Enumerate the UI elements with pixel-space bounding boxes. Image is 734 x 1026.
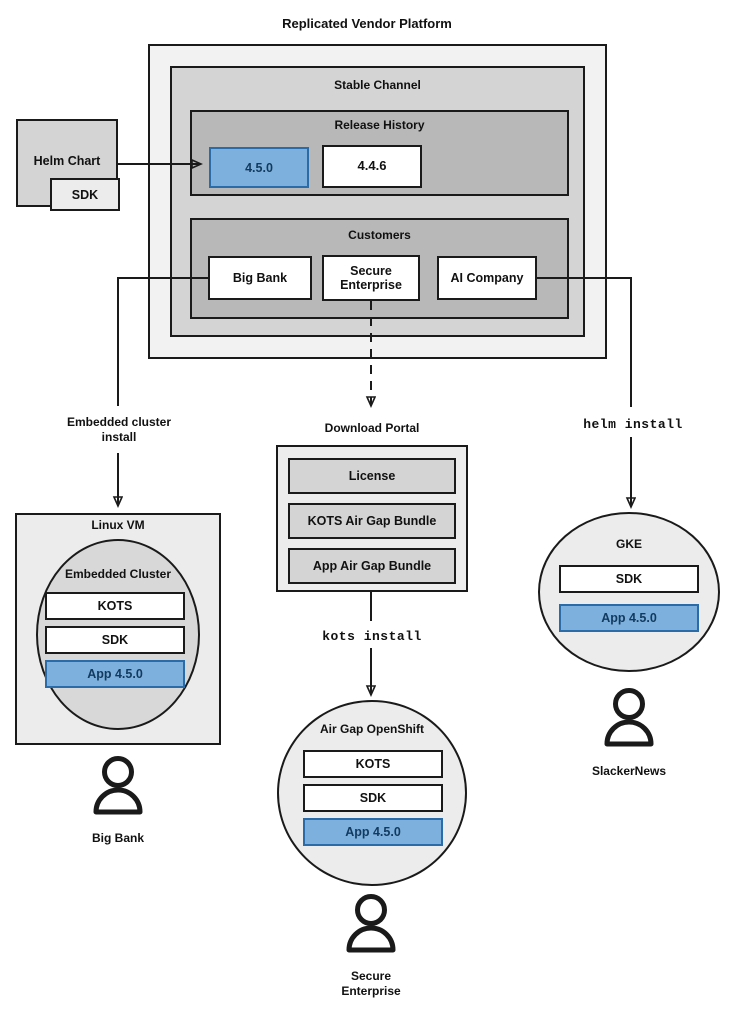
release-card-4-4-6[interactable]: 4.4.6 [322, 145, 422, 188]
openshift-component-app[interactable]: App 4.5.0 [303, 818, 443, 846]
gke-component-app[interactable]: App 4.5.0 [559, 604, 699, 632]
helm-chart-sdk-box[interactable]: SDK [50, 178, 120, 211]
release-history-label: Release History [334, 118, 425, 132]
artifact-kots-air-gap-bundle[interactable]: KOTS Air Gap Bundle [288, 503, 456, 539]
release-card-4-5-0[interactable]: 4.5.0 [209, 147, 309, 188]
customers-label: Customers [348, 228, 411, 242]
gke-label: GKE [615, 537, 642, 551]
stable-channel-label: Stable Channel [334, 78, 421, 92]
user-label-big-bank: Big Bank [91, 831, 144, 845]
artifact-app-air-gap-bundle[interactable]: App Air Gap Bundle [288, 548, 456, 584]
customer-card-big-bank[interactable]: Big Bank [208, 256, 312, 300]
linux-vm-label: Linux VM [91, 518, 145, 532]
install-path-label-helm: helm install [583, 417, 683, 432]
embedded-cluster-label: Embedded Cluster [64, 567, 172, 581]
air-gap-openshift-label: Air Gap OpenShift [319, 722, 424, 736]
person-icon-secure-enterprise [346, 894, 396, 953]
install-path-label-embedded: Embedded cluster install [66, 415, 172, 444]
openshift-component-kots[interactable]: KOTS [303, 750, 443, 778]
customer-card-secure-enterprise[interactable]: Secure Enterprise [322, 255, 420, 301]
linux-vm-component-sdk[interactable]: SDK [45, 626, 185, 654]
openshift-component-sdk[interactable]: SDK [303, 784, 443, 812]
customer-card-ai-company[interactable]: AI Company [437, 256, 537, 300]
user-label-secure-enterprise: Secure Enterprise [341, 969, 401, 998]
artifact-license[interactable]: License [288, 458, 456, 494]
person-icon-slackernews [604, 688, 654, 747]
download-portal-label: Download Portal [324, 421, 420, 435]
gke-component-sdk[interactable]: SDK [559, 565, 699, 593]
user-label-slackernews: SlackerNews [591, 764, 667, 778]
page-title: Replicated Vendor Platform [282, 16, 452, 31]
person-icon-big-bank [93, 756, 143, 815]
linux-vm-component-app[interactable]: App 4.5.0 [45, 660, 185, 688]
install-path-label-kots: kots install [322, 629, 422, 644]
linux-vm-component-kots[interactable]: KOTS [45, 592, 185, 620]
